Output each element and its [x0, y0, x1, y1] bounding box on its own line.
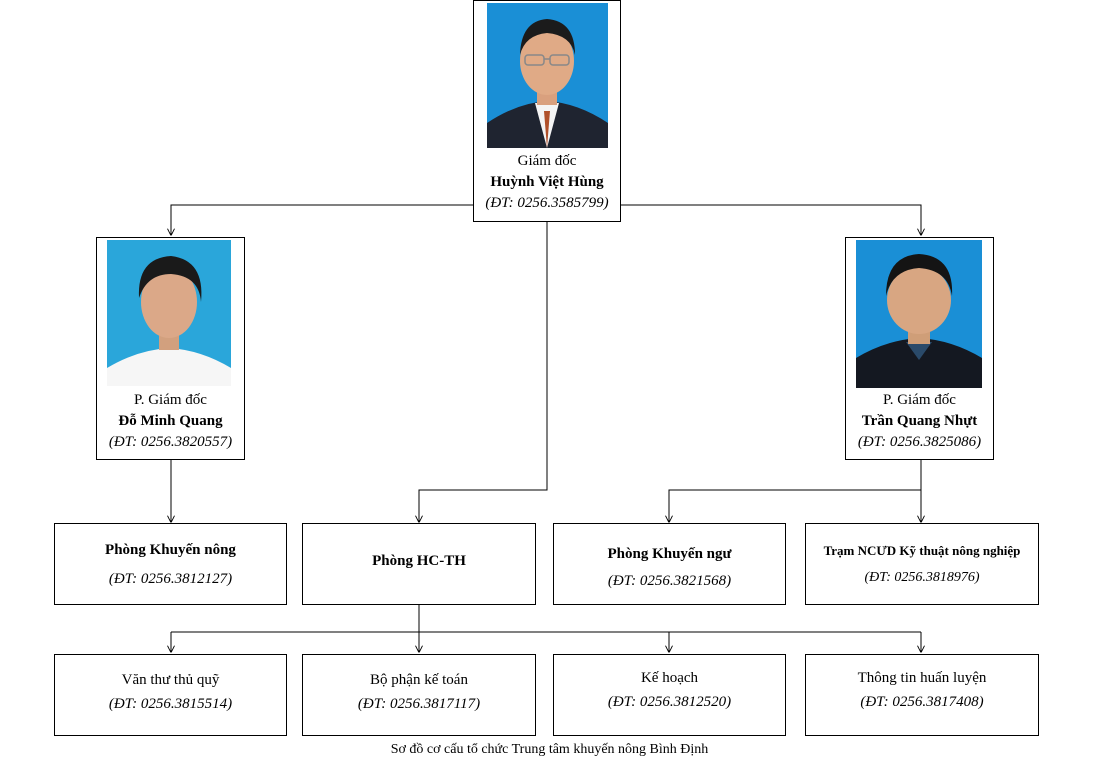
dept-phone: (ĐT: 0256.3818976): [864, 570, 980, 585]
deputy-left-role: P. Giám đốc: [134, 392, 207, 408]
unit-name: Thông tin huấn luyện: [857, 670, 987, 686]
diagram-caption: Sơ đồ cơ cấu tổ chức Trung tâm khuyến nô…: [390, 742, 709, 757]
dept-phone: (ĐT: 0256.3812127): [108, 571, 233, 587]
director-photo: [487, 3, 608, 148]
unit-bo-phan-ke-toan: Bộ phận kế toán (ĐT: 0256.3817117): [302, 654, 536, 736]
unit-phone: (ĐT: 0256.3815514): [108, 696, 233, 712]
director-role: Giám đốc: [517, 153, 577, 169]
director-caption: Giám đốc Huỳnh Việt Hùng (ĐT: 0256.35857…: [474, 151, 620, 214]
deputy-right-photo: [856, 240, 982, 388]
dept-tram-ncud: Trạm NCƯD Kỹ thuật nông nghiệp (ĐT: 0256…: [805, 523, 1039, 605]
unit-ke-hoach: Kế hoạch (ĐT: 0256.3812520): [553, 654, 786, 736]
deputy-left-caption: P. Giám đốc Đỗ Minh Quang (ĐT: 0256.3820…: [97, 390, 244, 453]
deputy-right-caption: P. Giám đốc Trần Quang Nhựt (ĐT: 0256.38…: [846, 390, 993, 453]
unit-phone: (ĐT: 0256.3817117): [357, 696, 481, 712]
unit-phone: (ĐT: 0256.3812520): [607, 694, 732, 710]
director-phone: (ĐT: 0256.3585799): [485, 195, 609, 211]
dept-name: Trạm NCƯD Kỹ thuật nông nghiệp: [823, 543, 1021, 558]
deputy-right-role: P. Giám đốc: [883, 392, 956, 408]
deputy-right-name: Trần Quang Nhựt: [861, 413, 978, 429]
director-card: Giám đốc Huỳnh Việt Hùng (ĐT: 0256.35857…: [473, 0, 621, 222]
line-director-to-deputy-left: [171, 204, 473, 235]
line-deputy-right-to-dept-3: [669, 460, 922, 522]
unit-thong-tin-huan-luyen: Thông tin huấn luyện (ĐT: 0256.3817408): [805, 654, 1039, 736]
line-director-to-deputy-right: [620, 204, 921, 235]
deputy-right-phone: (ĐT: 0256.3825086): [857, 434, 982, 450]
unit-name: Văn thư thủ quỹ: [121, 672, 220, 688]
unit-name: Bộ phận kế toán: [370, 672, 468, 688]
unit-phone: (ĐT: 0256.3817408): [860, 694, 984, 710]
deputy-left-card: P. Giám đốc Đỗ Minh Quang (ĐT: 0256.3820…: [96, 237, 245, 460]
dept-name: Phòng Khuyến nông: [105, 542, 236, 558]
line-director-to-dept-2: [419, 222, 548, 522]
dept-hc-th: Phòng HC-TH: [302, 523, 536, 605]
deputy-right-card: P. Giám đốc Trần Quang Nhựt (ĐT: 0256.38…: [845, 237, 994, 460]
unit-van-thu-thu-quy: Văn thư thủ quỹ (ĐT: 0256.3815514): [54, 654, 287, 736]
deputy-left-name: Đỗ Minh Quang: [118, 413, 223, 429]
dept-khuyen-ngu: Phòng Khuyến ngư (ĐT: 0256.3821568): [553, 523, 786, 605]
unit-name: Kế hoạch: [640, 670, 699, 686]
dept-name: Phòng Khuyến ngư: [607, 546, 732, 562]
dept-phone: (ĐT: 0256.3821568): [607, 573, 732, 589]
director-name: Huỳnh Việt Hùng: [490, 174, 604, 190]
dept-name: Phòng HC-TH: [372, 553, 466, 569]
deputy-left-photo: [107, 240, 231, 386]
dept-khuyen-nong: Phòng Khuyến nông (ĐT: 0256.3812127): [54, 523, 287, 605]
deputy-left-phone: (ĐT: 0256.3820557): [108, 434, 233, 450]
